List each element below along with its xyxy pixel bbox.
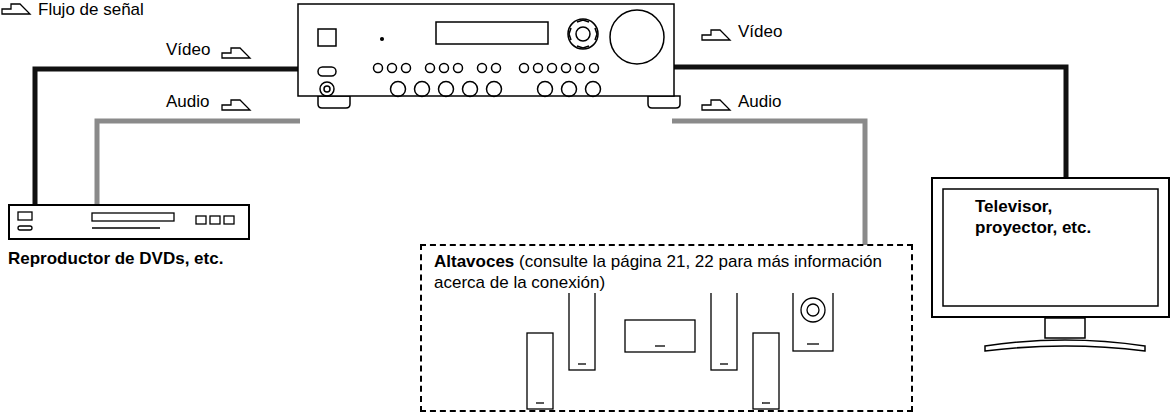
signal-label: Vídeo <box>736 22 784 42</box>
video-cable <box>35 69 300 205</box>
audio-cable <box>672 121 865 245</box>
signal-label: Audio <box>736 92 783 112</box>
speaker-heading: Altavoces <box>434 252 514 271</box>
flow-arrow <box>702 100 730 110</box>
dvd-player: Reproductor de DVDs, etc. <box>8 204 250 240</box>
television: Televisor, proyector, etc. <box>931 177 1170 318</box>
flow-arrow <box>702 30 730 40</box>
dvd-player-detail <box>18 212 234 230</box>
display-name: Televisor, proyector, etc. <box>975 197 1105 238</box>
audio-cable <box>97 121 300 205</box>
signal-label: Audio <box>164 92 211 112</box>
speaker-area: Altavoces (consulte la página 21, 22 par… <box>420 244 913 412</box>
signal-label: Vídeo <box>164 40 212 60</box>
legend-arrow <box>2 4 30 14</box>
av-receiver <box>298 4 680 108</box>
television-detail <box>943 189 1158 351</box>
flow-arrow <box>222 100 250 110</box>
speaker-note: Altavoces (consulte la página 21, 22 par… <box>422 246 911 293</box>
legend-text: Flujo de señal <box>36 0 146 20</box>
device-caption: Reproductor de DVDs, etc. <box>8 249 223 270</box>
flow-arrow <box>222 48 250 58</box>
